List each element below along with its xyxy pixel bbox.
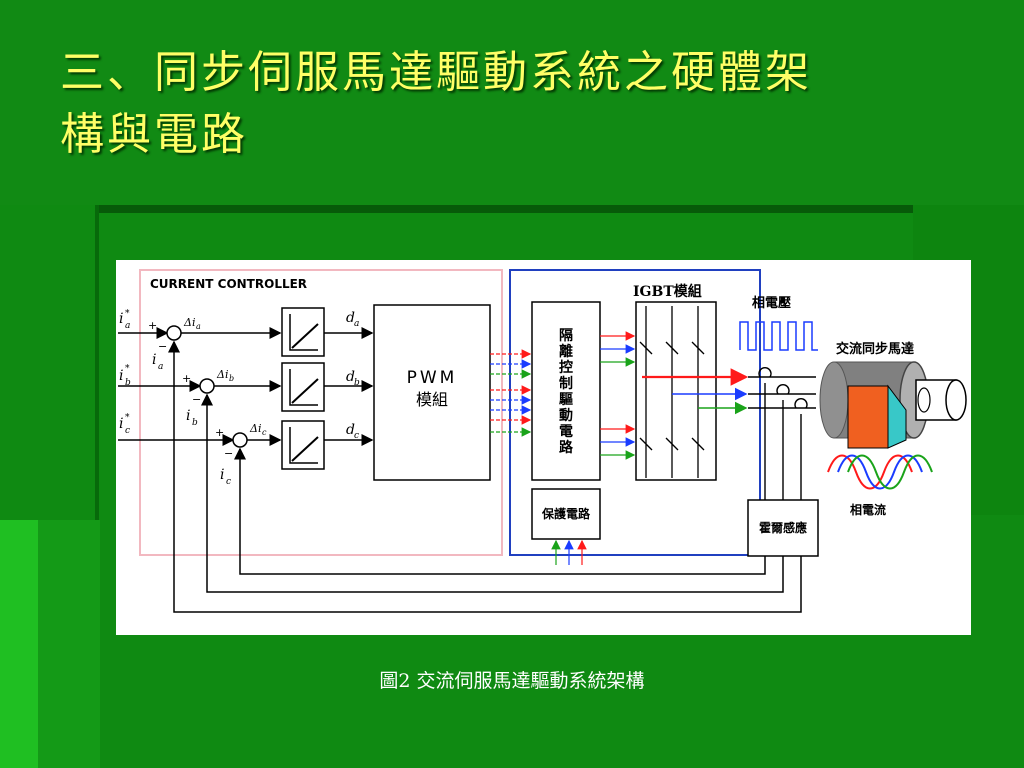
svg-text:隔: 隔 [559, 328, 573, 344]
phase-voltage-label: 相電壓 [752, 295, 791, 311]
plus-b: + [182, 372, 191, 385]
svg-text:b: b [125, 378, 131, 388]
svg-text:*: * [125, 309, 130, 319]
input-ib-ref: i b * [119, 364, 131, 388]
protection-label: 保護電路 [541, 506, 591, 521]
controller-block-b [281, 362, 325, 412]
svg-text:c: c [262, 428, 267, 437]
plus-a: + [148, 319, 157, 332]
svg-text:*: * [125, 364, 130, 374]
diagram-svg: CURRENT CONTROLLER i a * i b * i c * + −… [118, 269, 967, 613]
phase-current-waveform [827, 454, 933, 490]
svg-text:i: i [119, 311, 123, 327]
background-vertical-line [95, 205, 99, 520]
ac-motor [819, 361, 967, 449]
controller-frame [139, 269, 503, 556]
svg-text:路: 路 [559, 439, 574, 456]
svg-text:d: d [346, 310, 355, 326]
svg-text:a: a [125, 321, 130, 331]
svg-text:i: i [220, 467, 224, 483]
igbt-block [635, 301, 717, 481]
duty-a: d a [346, 310, 359, 329]
svg-text:a: a [354, 319, 359, 329]
controller-block-c [281, 420, 325, 470]
controller-block-a [281, 307, 325, 357]
summer-a [166, 325, 182, 341]
background-band [95, 205, 913, 213]
duty-c: d c [346, 422, 359, 441]
svg-text:b: b [354, 378, 360, 388]
system-diagram: CURRENT CONTROLLER i a * i b * i c * + −… [116, 260, 971, 635]
error-c: Δi c [249, 422, 267, 437]
isolation-drive-block [531, 301, 601, 481]
igbt-switches [639, 306, 705, 478]
pwm-sub-label: 模組 [416, 390, 448, 409]
protection-input-arrows [551, 539, 587, 565]
phase-current-label: 相電流 [850, 502, 886, 517]
svg-text:b: b [229, 374, 234, 383]
svg-text:制: 制 [559, 375, 573, 392]
title-line-1: 三、同步伺服馬達驅動系統之硬體架 [60, 47, 812, 98]
svg-text:c: c [226, 477, 231, 487]
pwm-block [373, 304, 491, 481]
feedback-c: i c [220, 467, 231, 487]
slide-title: 三、同步伺服馬達驅動系統之硬體架 構與電路 [60, 42, 980, 166]
driver-frame [509, 269, 761, 556]
background-left-bright [0, 520, 38, 768]
svg-text:a: a [196, 322, 201, 331]
svg-text:d: d [346, 369, 355, 385]
svg-text:a: a [158, 362, 163, 372]
svg-text:*: * [125, 413, 130, 423]
svg-text:i: i [152, 352, 156, 368]
hall-sensor-label: 霍爾感應 [759, 520, 807, 535]
minus-c: − [224, 447, 233, 460]
feedback-b: i b [186, 408, 198, 428]
svg-text:i: i [119, 368, 123, 384]
current-sensor-loops [748, 367, 816, 500]
svg-text:i: i [186, 408, 190, 424]
title-line-2: 構與電路 [60, 109, 248, 160]
igbt-label: IGBT模組 [633, 283, 702, 300]
input-ia-ref: i a * [119, 309, 130, 331]
svg-text:i: i [119, 416, 123, 432]
svg-text:離: 離 [559, 343, 573, 360]
phase-voltage-waveform [739, 321, 818, 351]
background-left-mid [38, 520, 100, 768]
background-top [0, 0, 1024, 205]
svg-text:b: b [192, 418, 198, 428]
pwm-label: PWM [407, 368, 458, 388]
error-a: Δi a [183, 316, 201, 331]
input-ic-ref: i c * [119, 413, 130, 436]
minus-b: − [192, 393, 201, 406]
feedback-lines [168, 340, 802, 613]
svg-text:電: 電 [559, 423, 573, 440]
drive-output-arrows [600, 331, 636, 460]
feedback-a: i a [152, 352, 163, 372]
error-b: Δi b [216, 368, 234, 383]
protection-block [531, 488, 601, 540]
svg-text:Δi: Δi [249, 422, 261, 435]
plus-c: + [215, 426, 224, 439]
figure-caption: 圖2 交流伺服馬達驅動系統架構 [379, 670, 645, 692]
svg-text:驅: 驅 [559, 392, 573, 408]
svg-text:c: c [125, 426, 130, 436]
controller-label: CURRENT CONTROLLER [150, 277, 307, 291]
svg-text:d: d [346, 422, 355, 438]
isolation-drive-label: 隔 離 控 制 驅 動 電 路 [559, 328, 574, 456]
minus-a: − [158, 340, 167, 353]
svg-text:c: c [354, 431, 359, 441]
svg-text:控: 控 [559, 359, 573, 376]
svg-text:Δi: Δi [216, 368, 228, 381]
svg-text:動: 動 [559, 407, 573, 424]
summer-b [199, 378, 215, 394]
motor-label: 交流同步馬達 [836, 341, 914, 357]
hall-sensor-block [747, 499, 819, 557]
summer-c [232, 432, 248, 448]
svg-text:Δi: Δi [183, 316, 195, 329]
pwm-output-arrows [490, 349, 532, 437]
duty-b: d b [346, 369, 360, 388]
